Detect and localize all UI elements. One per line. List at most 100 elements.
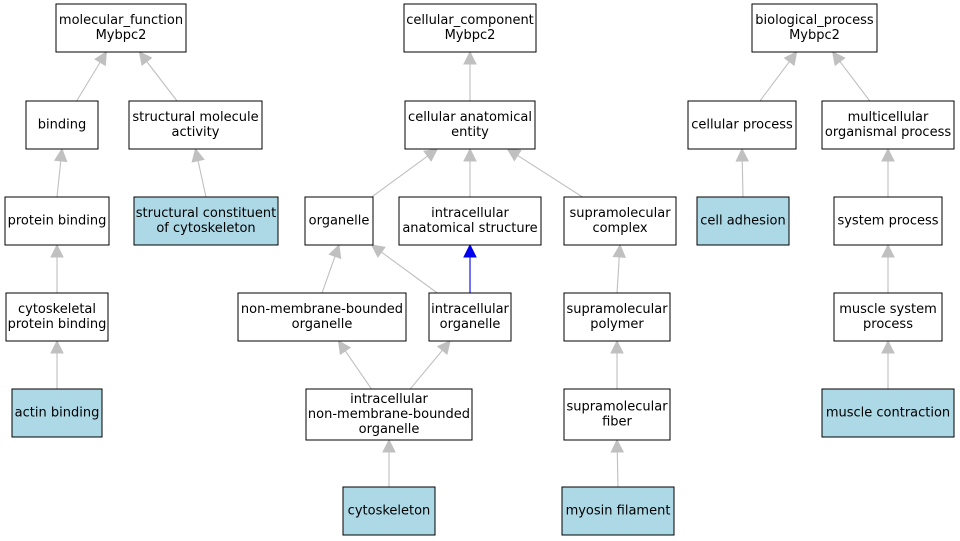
- edge-inmbo-to-nmbo: [344, 350, 372, 390]
- term-box: [237, 292, 407, 342]
- term-box: [833, 196, 943, 246]
- term-label-line: of cytoskeleton: [156, 221, 255, 236]
- term-label-line: molecular_function: [59, 13, 183, 28]
- arrowhead: [423, 148, 439, 162]
- arrowhead: [337, 340, 352, 356]
- term-label-line: cellular process: [691, 118, 793, 133]
- arrowhead: [463, 50, 477, 65]
- term-label-line: protein binding: [8, 214, 107, 229]
- term-node-cytoskel[interactable]: cytoskeleton: [342, 486, 436, 536]
- term-label-line: protein binding: [8, 317, 107, 332]
- term-label-line: biological_process: [755, 13, 874, 28]
- edge-cell-proc-to-bp-root: [759, 61, 790, 102]
- arrowhead: [138, 51, 153, 67]
- term-label-line: complex: [592, 221, 647, 236]
- term-node-cell-proc[interactable]: cellular process: [687, 100, 797, 150]
- term-box: [4, 196, 110, 246]
- term-node-binding[interactable]: binding: [25, 100, 99, 150]
- term-box: [428, 292, 512, 342]
- term-label-line: myosin filament: [566, 504, 671, 519]
- edge-multi-proc-to-bp-root: [839, 61, 871, 102]
- arrowhead: [94, 51, 107, 67]
- edge-binding-to-mf-root: [76, 61, 101, 102]
- term-box: [5, 292, 109, 342]
- term-box: [561, 486, 675, 536]
- term-node-adhesion[interactable]: cell adhesion: [696, 196, 790, 246]
- term-label-line: activity: [172, 125, 220, 140]
- term-label-line: organelle: [359, 422, 420, 437]
- edge-inmbo-to-io: [409, 349, 443, 390]
- term-label-line: organelle: [440, 317, 501, 332]
- term-label-line: structural molecule: [132, 110, 258, 125]
- term-label-line: supramolecular: [566, 302, 668, 317]
- term-label-line: Mybpc2: [445, 28, 496, 43]
- term-box: [821, 100, 955, 150]
- term-label-line: cytoskeleton: [348, 504, 431, 519]
- term-label-line: non-membrane-bounded: [308, 407, 470, 422]
- term-label-line: supramolecular: [566, 400, 668, 415]
- term-label-line: entity: [451, 125, 489, 140]
- term-box: [751, 3, 878, 53]
- term-label-line: supramolecular: [569, 206, 671, 221]
- edge-struct-act-to-mf-root: [146, 61, 178, 102]
- term-node-sys-proc[interactable]: system process: [833, 196, 943, 246]
- term-box: [342, 486, 436, 536]
- arrowhead: [370, 244, 386, 258]
- term-label-line: anatomical structure: [402, 221, 537, 236]
- arrowhead: [881, 339, 895, 354]
- term-node-prot-bind[interactable]: protein binding: [4, 196, 110, 246]
- term-label-line: intracellular: [350, 392, 428, 407]
- arrowhead: [610, 438, 625, 453]
- arrowhead: [610, 339, 624, 354]
- term-node-myosin[interactable]: myosin filament: [561, 486, 675, 536]
- term-label-line: intracellular: [431, 206, 509, 221]
- term-node-organelle[interactable]: organelle: [304, 196, 374, 246]
- arrowhead: [382, 438, 396, 453]
- term-label-line: cellular_component: [406, 13, 534, 28]
- term-node-actin[interactable]: actin binding: [11, 388, 103, 438]
- edge-adhesion-to-cell-proc: [741, 160, 744, 198]
- term-box: [128, 100, 263, 150]
- arrowhead: [612, 243, 627, 258]
- arrowhead: [735, 147, 750, 162]
- edge-nmbo-to-organelle: [321, 256, 336, 294]
- term-label-line: process: [863, 317, 913, 332]
- arrowhead: [328, 243, 342, 260]
- term-label-line: organelle: [292, 317, 353, 332]
- term-box: [305, 388, 473, 441]
- term-node-musc-con[interactable]: muscle contraction: [821, 388, 955, 438]
- term-label-line: structural constituent: [136, 206, 277, 221]
- edges-layer: [50, 50, 895, 488]
- term-box: [563, 292, 671, 342]
- term-label-line: multicellular: [848, 110, 929, 125]
- term-label-line: binding: [38, 118, 86, 133]
- term-label-line: cellular anatomical: [408, 110, 532, 125]
- arrowhead: [463, 243, 477, 258]
- term-box: [398, 196, 542, 246]
- term-box: [821, 388, 955, 438]
- arrowhead: [881, 147, 895, 162]
- term-node-inmbo[interactable]: intracellularnon-membrane-boundedorganel…: [305, 388, 473, 441]
- arrowhead: [53, 147, 68, 163]
- term-label-line: organismal process: [825, 125, 951, 140]
- arrowhead: [506, 148, 522, 162]
- term-box: [563, 196, 677, 246]
- arrowhead: [463, 147, 477, 162]
